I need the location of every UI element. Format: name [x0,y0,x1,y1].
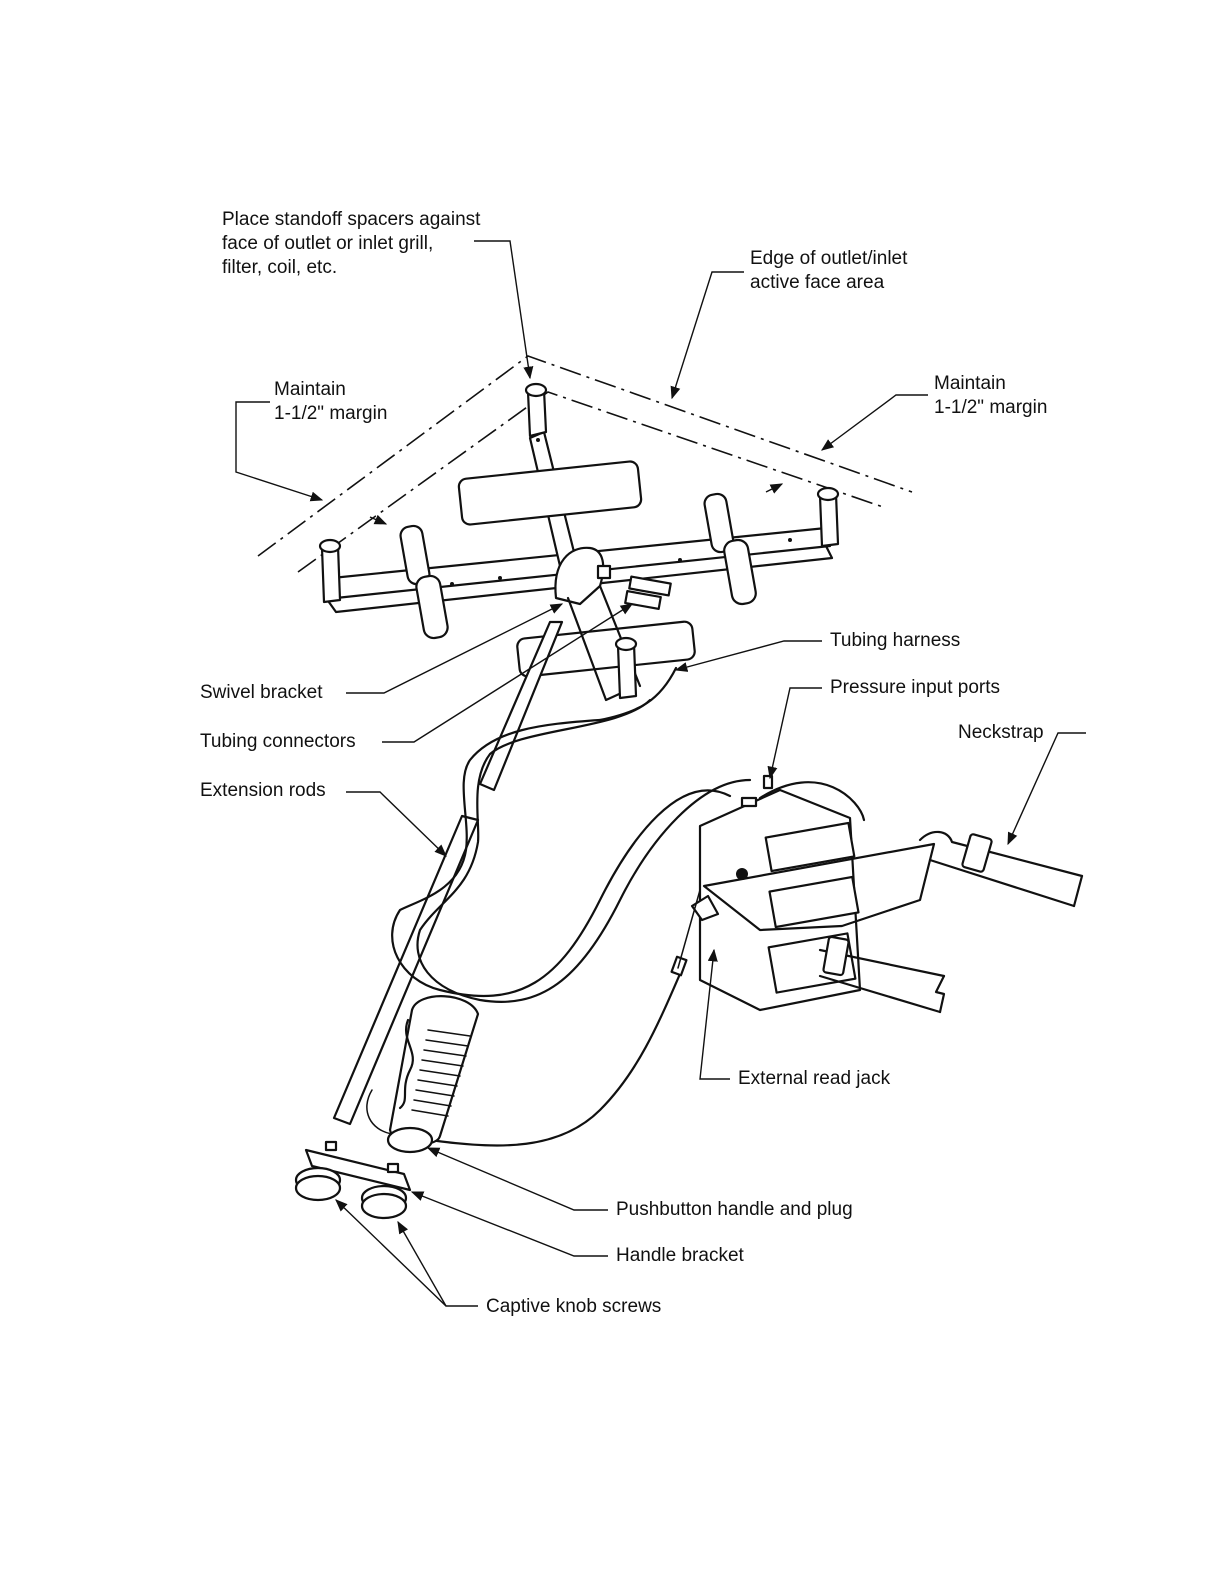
handle-bracket [294,1140,412,1220]
pushbutton-handle [366,995,480,1154]
label-swivel-bracket: Swivel bracket [200,682,323,703]
meter-instrument [670,774,936,1012]
label-standoff-line-3: filter, coil, etc. [222,257,338,278]
neckstrap [818,830,1084,1014]
label-edge-line-2: active face area [750,272,885,293]
probe-grid [318,382,840,702]
tubing-harness-tube [598,666,678,722]
label-standoff-line-2: face of outlet or inlet grill, [222,233,434,254]
label-tubing-connectors: Tubing connectors [200,731,356,752]
face-area-edge-lines [257,355,913,573]
label-tubing-harness: Tubing harness [830,630,961,651]
label-extension-rods: Extension rods [200,780,326,801]
label-margin-left-line-1: Maintain [274,379,346,400]
label-pressure-input-ports: Pressure input ports [830,677,1001,698]
label-captive-knob-screws: Captive knob screws [486,1296,662,1317]
label-standoff-spacers: Place standoff spacers against face of o… [222,208,480,280]
label-margin-right: Maintain 1-1/2" margin [934,372,1047,420]
label-edge-line-1: Edge of outlet/inlet [750,248,908,269]
label-margin-left-line-2: 1-1/2" margin [274,403,388,424]
label-margin-left: Maintain 1-1/2" margin [274,378,387,426]
label-external-read-jack: External read jack [738,1068,891,1089]
label-pushbutton-handle: Pushbutton handle and plug [616,1199,853,1220]
label-handle-bracket: Handle bracket [616,1245,744,1266]
label-edge-face-area: Edge of outlet/inlet active face area [750,247,907,295]
label-neckstrap: Neckstrap [958,722,1044,743]
tubing-lines [391,698,752,1147]
label-margin-right-line-2: 1-1/2" margin [934,397,1048,418]
label-margin-right-line-1: Maintain [934,373,1006,394]
leader-lines [235,240,1086,1307]
label-standoff-line-1: Place standoff spacers against [222,209,481,230]
